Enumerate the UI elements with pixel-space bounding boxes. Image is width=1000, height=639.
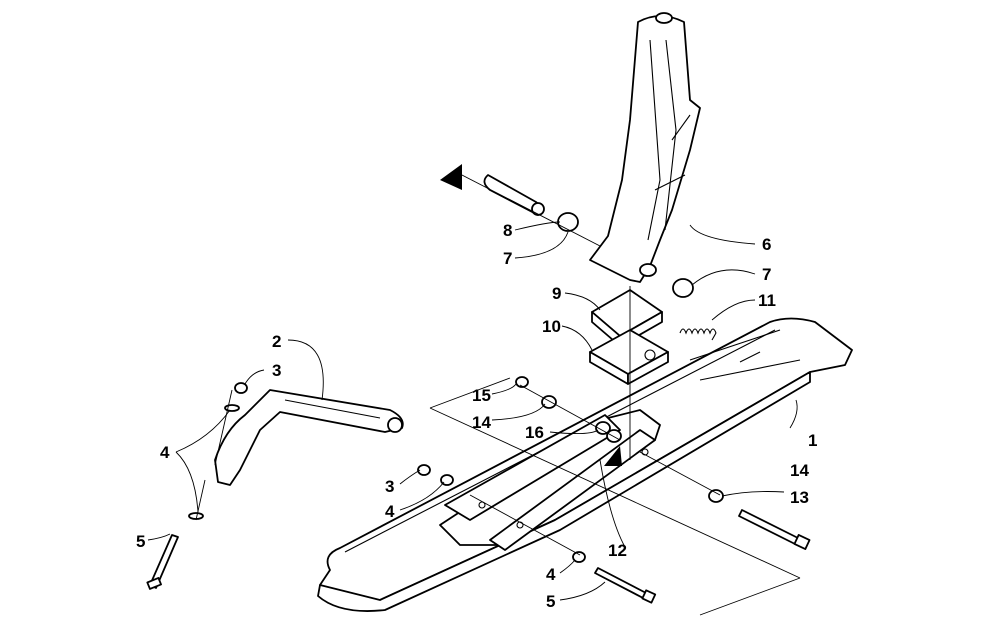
nut-front bbox=[417, 464, 431, 476]
callout-4-bottom: 4 bbox=[546, 565, 556, 584]
callout-1: 1 bbox=[808, 431, 817, 450]
callout-13: 13 bbox=[790, 488, 809, 507]
callout-3-left: 3 bbox=[272, 361, 281, 380]
arrow-marker-upper bbox=[440, 164, 462, 190]
assembly-lines bbox=[195, 173, 801, 616]
nut-left bbox=[234, 382, 248, 394]
callout-9: 9 bbox=[552, 284, 561, 303]
callout-5-bottom: 5 bbox=[546, 592, 555, 611]
callout-6: 6 bbox=[762, 235, 771, 254]
spring bbox=[679, 328, 717, 341]
washer-bottom bbox=[572, 551, 586, 563]
bushing-lower bbox=[672, 278, 694, 298]
callout-4-front: 4 bbox=[385, 502, 395, 521]
callout-14-left: 14 bbox=[472, 413, 491, 432]
wear-bar-handle bbox=[214, 389, 404, 486]
callout-8: 8 bbox=[503, 221, 512, 240]
callout-3-front: 3 bbox=[385, 477, 394, 496]
mount-block bbox=[589, 329, 669, 385]
callout-2: 2 bbox=[272, 332, 281, 351]
leader-lines bbox=[147, 221, 798, 601]
arrow-marker-lower bbox=[604, 446, 622, 466]
callout-7-left: 7 bbox=[503, 249, 512, 268]
washer-14-right bbox=[708, 489, 724, 503]
callout-15: 15 bbox=[472, 386, 491, 405]
callout-12: 12 bbox=[608, 541, 627, 560]
callout-5-left: 5 bbox=[136, 532, 145, 551]
bushing-upper bbox=[557, 212, 579, 232]
callout-11: 11 bbox=[758, 291, 776, 310]
bolt-left bbox=[146, 534, 179, 590]
spindle bbox=[589, 12, 701, 283]
nut-15 bbox=[515, 376, 529, 388]
spacer-tube bbox=[483, 174, 545, 216]
bolt-bottom bbox=[594, 567, 657, 604]
callout-7-right: 7 bbox=[762, 265, 771, 284]
callout-14-right: 14 bbox=[790, 461, 809, 480]
callout-16: 16 bbox=[525, 423, 544, 442]
bolt-13 bbox=[738, 509, 811, 550]
callout-4-left: 4 bbox=[160, 443, 170, 462]
callout-10: 10 bbox=[542, 317, 561, 336]
ski bbox=[317, 317, 853, 612]
